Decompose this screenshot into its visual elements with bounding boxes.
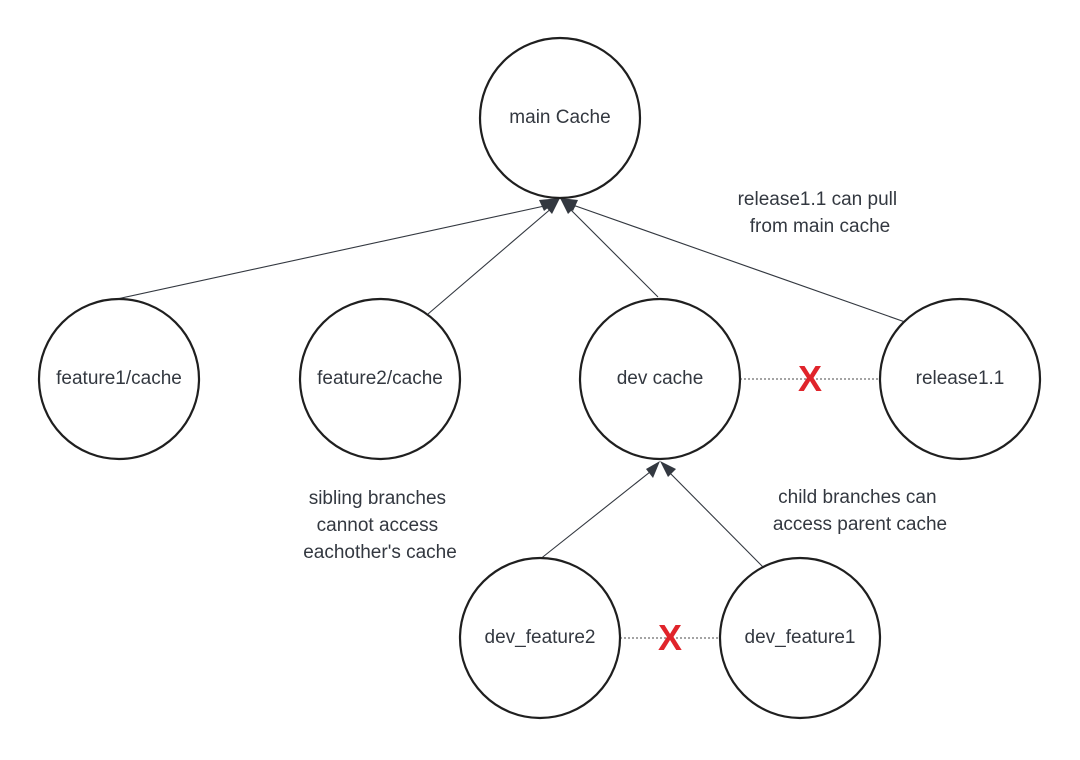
note-line: access parent cache (773, 514, 947, 535)
node-circle (37, 297, 201, 461)
node-label: release1.1 (916, 368, 1005, 389)
edge-feature2-to-main (427, 206, 554, 315)
arrow-head-release (560, 198, 578, 211)
note-line: from main cache (750, 216, 890, 237)
note-line: sibling branches (309, 488, 446, 509)
note-release-pull: release1.1 can pull from main cache (738, 189, 903, 237)
note-line: release1.1 can pull (738, 189, 898, 210)
edge-dev-feature1-to-dev (664, 467, 765, 569)
node-release1-1: release1.1 (878, 297, 1042, 461)
edge-dev-to-main (566, 205, 659, 298)
edges (116, 198, 906, 569)
node-circle (878, 297, 1042, 461)
node-circle (578, 297, 742, 461)
note-line: eachother's cache (303, 542, 457, 563)
node-label: main Cache (509, 107, 610, 128)
node-dev-feature2: dev_feature2 (458, 556, 622, 720)
note-sibling-branches: sibling branches cannot access eachother… (303, 488, 457, 563)
node-label: dev cache (617, 368, 704, 389)
node-circle (718, 556, 882, 720)
node-label: feature2/cache (317, 368, 443, 389)
node-circle (298, 297, 462, 461)
node-circle (478, 36, 642, 200)
node-feature1-cache: feature1/cache (37, 297, 201, 461)
arrow-head-dev-feature2 (646, 461, 660, 478)
edge-release-to-main (569, 203, 906, 323)
arrow-head-dev-feature1 (660, 461, 676, 477)
note-line: child branches can (778, 487, 936, 508)
node-main-cache: main Cache (478, 36, 642, 200)
node-circle (458, 556, 622, 720)
node-dev-cache: dev cache (578, 297, 742, 461)
node-label: feature1/cache (56, 368, 182, 389)
blocked-marker-dev-release: X (798, 358, 822, 399)
node-label: dev_feature2 (485, 627, 596, 648)
edge-feature1-to-main (116, 204, 550, 300)
note-child-branches: child branches can access parent cache (773, 487, 947, 535)
node-feature2-cache: feature2/cache (298, 297, 462, 461)
edge-dev-feature2-to-dev (538, 467, 656, 561)
node-label: dev_feature1 (745, 627, 856, 648)
note-line: cannot access (317, 515, 438, 536)
arrow-head-feature2 (545, 198, 560, 214)
blocked-marker-dev-features: X (658, 617, 682, 658)
node-dev-feature1: dev_feature1 (718, 556, 882, 720)
